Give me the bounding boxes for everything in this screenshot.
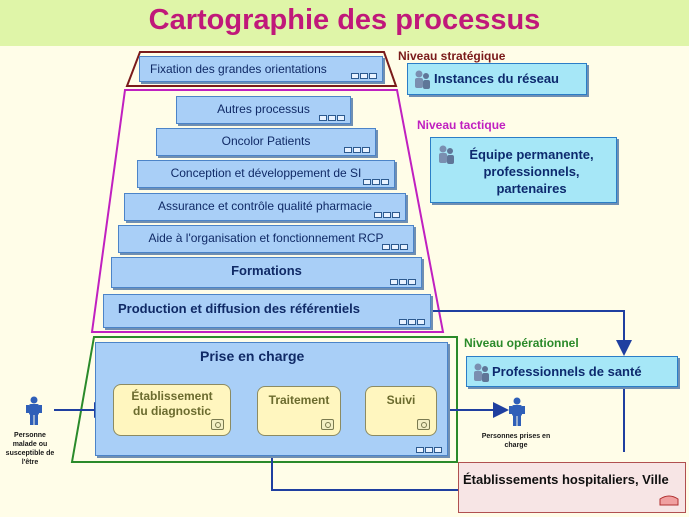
gear-icon	[211, 419, 224, 430]
group-icon	[474, 363, 489, 382]
step-traitement[interactable]: Traitement	[257, 386, 341, 436]
connector-bottom	[271, 456, 460, 491]
gear-icon	[321, 419, 334, 430]
process-orientations-label: Fixation des grandes orientations	[150, 62, 327, 76]
title-bar	[0, 0, 689, 46]
strategic-trapezoid	[125, 51, 398, 87]
dots-icon	[351, 73, 377, 79]
process-formations-label: Formations	[231, 263, 302, 278]
actor-etablissements-label: Établissements hospitaliers, Ville	[463, 472, 669, 487]
dots-icon	[390, 279, 416, 285]
step-suivi[interactable]: Suivi	[365, 386, 437, 436]
connector-production	[431, 310, 632, 356]
step-suivi-label: Suivi	[386, 393, 416, 407]
process-prise-en-charge-label: Prise en charge	[200, 348, 305, 364]
dots-icon	[399, 319, 425, 325]
process-orientations[interactable]: Fixation des grandes orientations	[139, 56, 383, 82]
page-title: Cartographie des processus	[148, 4, 541, 36]
actor-instances[interactable]: Instances du réseau	[407, 63, 587, 95]
person-input-icon	[26, 396, 42, 425]
person-input-label: Personne malade ou susceptible de l'être	[5, 432, 55, 466]
process-assurance-label: Assurance et contrôle qualité pharmacie	[157, 199, 373, 213]
group-icon	[439, 145, 454, 164]
process-conception[interactable]: Conception et développement de SI	[137, 160, 395, 188]
level-strategic-label: Niveau stratégique	[398, 49, 506, 63]
process-autres[interactable]: Autres processus	[176, 96, 351, 124]
actor-professionnels-sante-label: Professionnels de santé	[492, 364, 642, 379]
tactical-trapezoid	[90, 89, 445, 333]
process-assurance[interactable]: Assurance et contrôle qualité pharmacie	[124, 193, 406, 221]
process-oncolor-label: Oncolor Patients	[221, 134, 311, 148]
process-oncolor[interactable]: Oncolor Patients	[156, 128, 376, 156]
person-output-icon	[509, 397, 525, 426]
process-conception-label: Conception et développement de SI	[170, 166, 362, 180]
dots-icon	[363, 179, 389, 185]
dots-icon	[382, 244, 408, 250]
step-diagnostic[interactable]: Établissement du diagnostic	[113, 384, 231, 436]
dots-icon	[319, 115, 345, 121]
level-operational-label: Niveau opérationnel	[464, 336, 579, 350]
actor-professionnels-sante[interactable]: Professionnels de santé	[466, 356, 678, 387]
process-autres-label: Autres processus	[217, 102, 310, 116]
group-icon	[415, 70, 430, 89]
operational-frame	[70, 336, 458, 463]
actor-equipe[interactable]: Équipe permanente, professionnels, parte…	[430, 137, 617, 203]
actor-equipe-label: Équipe permanente, professionnels, parte…	[469, 147, 594, 196]
dots-icon	[344, 147, 370, 153]
process-aide-rcp-label: Aide à l'organisation et fonctionnement …	[148, 231, 384, 245]
level-tactical-label: Niveau tactique	[417, 118, 506, 132]
dots-icon	[374, 212, 400, 218]
process-production[interactable]: Production et diffusion des référentiels	[103, 294, 431, 328]
gear-icon	[417, 419, 430, 430]
person-output-label: Personnes prises en charge	[481, 433, 551, 449]
dots-icon	[416, 447, 442, 453]
actor-etablissements[interactable]: Établissements hospitaliers, Ville	[458, 462, 686, 513]
process-production-label: Production et diffusion des référentiels	[118, 301, 360, 316]
actor-instances-label: Instances du réseau	[434, 71, 559, 86]
building-icon	[659, 495, 679, 506]
process-aide-rcp[interactable]: Aide à l'organisation et fonctionnement …	[118, 225, 414, 253]
step-diagnostic-label: Établissement du diagnostic	[131, 389, 213, 418]
process-formations[interactable]: Formations	[111, 257, 422, 288]
step-traitement-label: Traitement	[268, 393, 330, 407]
